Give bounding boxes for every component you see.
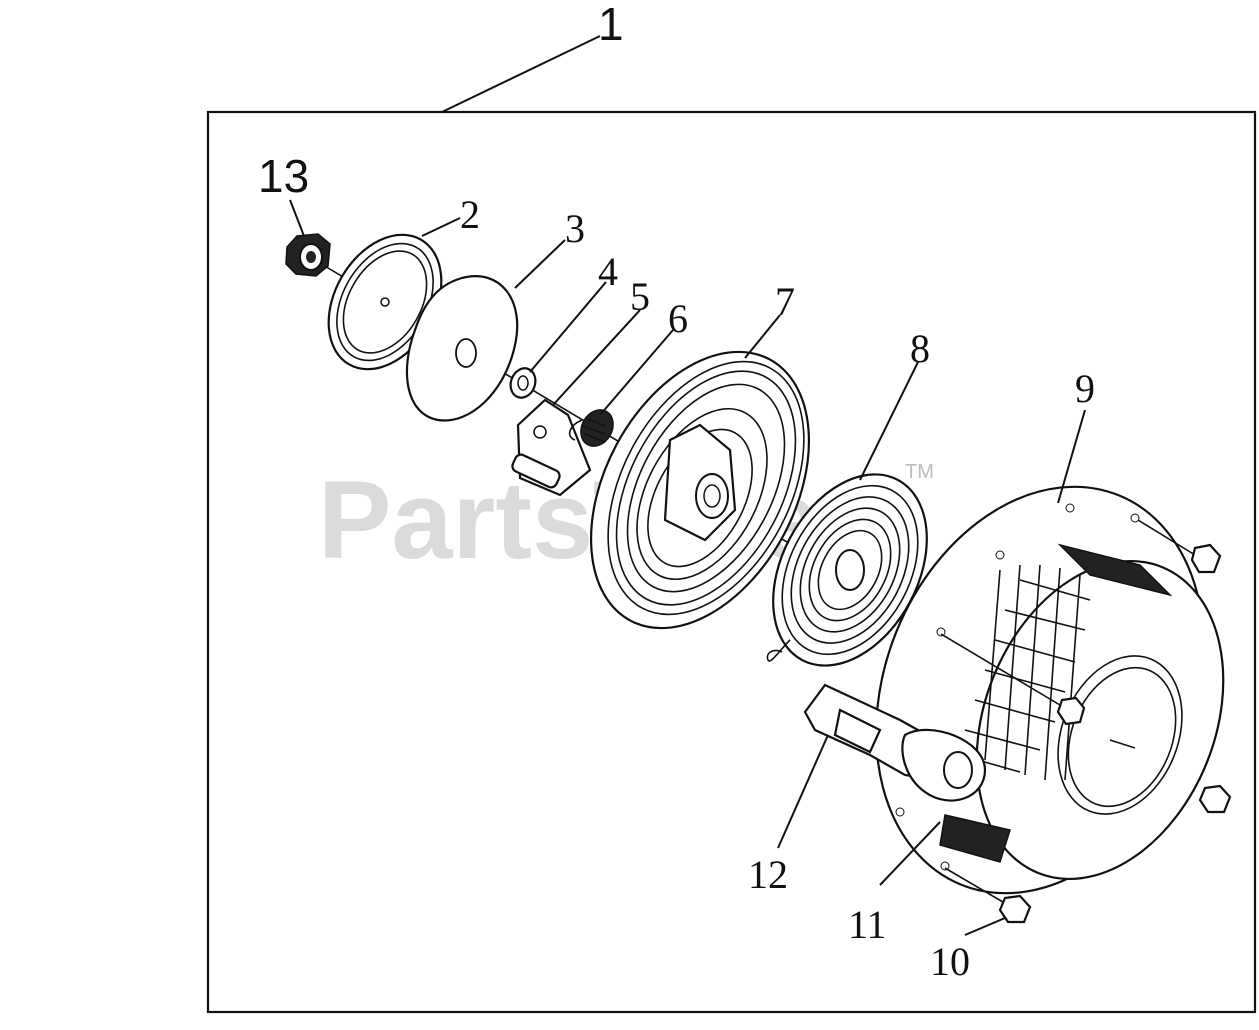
callout-6: 6 [668,296,688,341]
part-4-washer [509,367,537,399]
part-12-handle [803,683,987,802]
bolt-right [1198,784,1232,814]
bolt-middle [940,633,1086,726]
callout-12: 12 [748,852,788,897]
callout-5: 5 [630,274,650,319]
watermark-trademark: TM [905,461,934,483]
part-13-nut [285,233,331,277]
callout-labels: 1 2 3 4 5 6 7 8 9 10 11 12 13 [258,0,1095,984]
callout-9: 9 [1075,366,1095,411]
part-10-bolt [944,867,1032,924]
callout-7: 7 [775,279,795,324]
part-11-guide [939,814,1011,863]
callout-4: 4 [598,249,618,294]
callout-1-leader [441,35,601,113]
callout-11: 11 [848,902,887,947]
bolt-upper-right [1137,519,1222,574]
part-6-spring [568,409,614,447]
diagram-frame [206,110,1257,1014]
housing-vent-grid [959,543,1173,781]
callout-10: 10 [930,939,970,984]
part-8-recoil-spring [766,473,928,667]
part-3-friction-plate [405,275,519,422]
callout-8: 8 [910,326,930,371]
callout-3: 3 [565,206,585,251]
leader-lines [289,199,1086,936]
callout-2: 2 [460,192,480,237]
part-5-pawl [511,398,592,497]
callout-13: 13 [258,150,309,202]
callout-1: 1 [598,0,624,50]
part-7-reel [589,350,811,630]
